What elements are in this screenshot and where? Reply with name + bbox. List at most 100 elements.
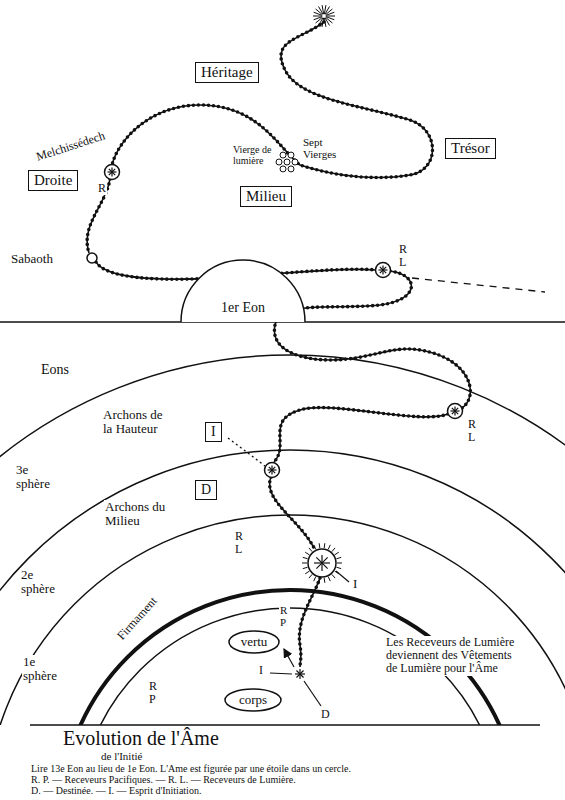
ray-stroke: [337, 563, 342, 564]
leader-line: [304, 681, 321, 706]
virgin-circle: [284, 159, 290, 165]
receiver-label: R: [97, 182, 107, 195]
tresor-box: Trésor: [445, 138, 496, 159]
oval-shape: [225, 689, 281, 711]
soul-path-line: [87, 22, 470, 667]
ray-stroke: [303, 567, 308, 568]
initiation-label: I: [258, 664, 264, 677]
ray-stroke: [302, 563, 307, 564]
name-label: Melchissédech: [34, 129, 108, 164]
subtitle: de l'Initié: [100, 750, 143, 762]
eon-arc: [181, 260, 305, 322]
receiver-label: R P: [148, 680, 160, 706]
ray-stroke: [309, 548, 312, 552]
note-text: Les Receveurs de Lumière deviennent des …: [385, 636, 525, 676]
ray-stroke: [324, 18, 326, 27]
star-stroke: [316, 557, 327, 568]
virgin-circle: [276, 159, 282, 165]
ray-stroke: [319, 578, 321, 583]
ray-stroke: [332, 548, 335, 552]
arrow-line: [284, 649, 294, 667]
ray-stroke: [335, 571, 339, 574]
ray-stroke: [322, 5, 324, 14]
leader-line: [270, 673, 292, 674]
dashed-line: [412, 278, 545, 292]
node-text: Droite: [34, 172, 72, 188]
droite-box: Droite: [28, 170, 78, 191]
archon-label: Archons du Milieu: [104, 500, 176, 529]
ray-stroke: [305, 552, 309, 555]
destiny-box: D: [195, 480, 217, 500]
ray-stroke: [326, 12, 334, 15]
ray-stroke: [324, 578, 326, 583]
virtue-oval: vertu: [228, 630, 280, 654]
ray-stroke: [326, 16, 335, 17]
virgin-circle: [292, 159, 298, 165]
node-text: Trésor: [451, 140, 490, 156]
receiver-label: R L: [234, 530, 246, 556]
destiny-label: D: [320, 708, 331, 721]
ray-stroke: [328, 577, 330, 582]
ray-stroke: [335, 552, 339, 555]
ray-stroke: [328, 545, 330, 550]
node-text: D: [201, 482, 211, 497]
name-label: Sabaoth: [10, 252, 54, 266]
sphere-label: 1e sphère: [22, 655, 72, 684]
oval-shape: [229, 631, 279, 653]
soul-circle: [105, 165, 120, 180]
region-label: Eons: [40, 362, 70, 377]
ray-stroke: [309, 574, 312, 578]
sphere-arc: [0, 450, 565, 725]
soul-path: [87, 22, 470, 667]
star-symbols: [105, 5, 463, 679]
ray-stroke: [319, 543, 321, 548]
milieu-box: Milieu: [240, 186, 292, 207]
caption: Lire 13e Eon au lieu de 1e Eon. L'Ame es…: [30, 763, 352, 774]
virgin-circle: [280, 152, 286, 158]
soul-circle: [265, 463, 280, 478]
star-stroke: [452, 408, 458, 414]
node-text: corps: [239, 692, 267, 708]
sphere-label: 2e sphère: [20, 568, 70, 597]
ray-stroke: [305, 571, 309, 574]
receiver-label: R L: [398, 243, 410, 269]
ray-stroke: [324, 543, 326, 548]
virgin-circle: [288, 152, 294, 158]
star-stroke: [296, 670, 303, 677]
node-text: Milieu: [246, 188, 286, 204]
ray-stroke: [313, 16, 322, 17]
node-text: Héritage: [201, 64, 253, 80]
node-text: 1er Eon: [221, 300, 265, 316]
sphere-label: 3e sphère: [15, 463, 61, 492]
ray-stroke: [314, 577, 316, 582]
firmament-label: Firmament: [114, 594, 160, 643]
star-stroke: [380, 267, 386, 273]
node-text: vertu: [241, 634, 268, 650]
virgin-circle: [280, 166, 286, 172]
dotted-leader: [228, 438, 265, 466]
sphere-arc: [0, 355, 565, 725]
sun-circle: [308, 549, 336, 577]
sabaoth-circle: [87, 253, 97, 263]
virgin-circle: [288, 166, 294, 172]
node-text: I: [211, 424, 216, 439]
soul-circle: [448, 404, 463, 419]
sphere-arc: [0, 515, 565, 725]
receiver-label: R L: [467, 418, 479, 444]
eon-circle: 1er Eon: [181, 260, 305, 322]
virgin-label: Sept Vierges: [302, 136, 350, 160]
ray-stroke: [336, 567, 341, 568]
ray-stroke: [332, 574, 335, 578]
diagram-title: Evolution de l'Âme: [62, 727, 220, 749]
leader-line: [336, 571, 349, 582]
star-stroke: [269, 467, 275, 473]
star-stroke: [109, 169, 115, 175]
heritage-box: Héritage: [195, 62, 259, 83]
legend-note: R. P. — Receveurs Pacifiques. — R. L. — …: [30, 774, 297, 785]
sphere-arcs: [0, 355, 565, 725]
virgin-label: Vierge de lumière: [232, 144, 274, 166]
legend-note: D. — Destinée. — I. — Esprit d'Initiatio…: [30, 785, 202, 796]
initiation-label: I: [352, 577, 358, 591]
